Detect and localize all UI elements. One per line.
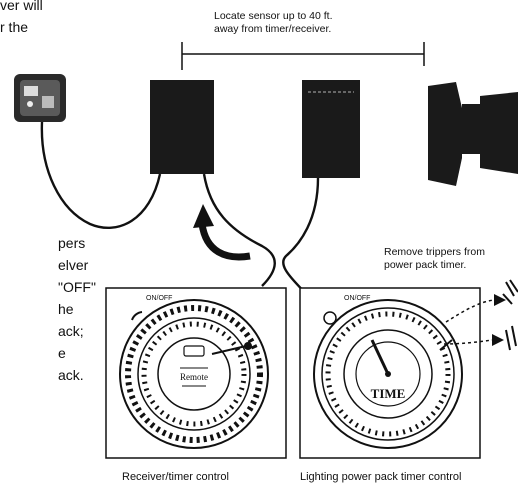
power-pack-timer-control bbox=[299, 287, 481, 459]
left-fragment-line: he bbox=[58, 301, 74, 317]
receiver-face-label: Remote bbox=[180, 372, 208, 382]
tripper-note-line: Remove trippers from bbox=[384, 246, 485, 258]
left-text-fragment: pers elver "OFF" he ack; e ack. bbox=[58, 232, 98, 386]
insert-arrow bbox=[193, 204, 251, 261]
motion-sensor-head bbox=[428, 82, 518, 186]
distance-note-line: Locate sensor up to 40 ft. bbox=[214, 10, 333, 22]
receiver-module bbox=[150, 80, 214, 174]
tripper-removal-arrows bbox=[443, 294, 506, 346]
receiver-timer-control bbox=[105, 287, 287, 459]
distance-note: Locate sensor up to 40 ft. away from tim… bbox=[214, 10, 333, 36]
sensor-module bbox=[302, 80, 360, 178]
power-pack-onoff-label: ON/OFF bbox=[344, 295, 370, 302]
power-pack-caption: Lighting power pack timer control bbox=[300, 471, 462, 483]
distance-dimension-line bbox=[181, 42, 425, 70]
tripper-note: Remove trippers from power pack timer. bbox=[384, 246, 485, 272]
left-fragment-line: "OFF" bbox=[58, 279, 96, 295]
top-left-fragment-line: ver will bbox=[0, 0, 43, 13]
receiver-onoff-label: ON/OFF bbox=[146, 295, 172, 302]
left-fragment-line: ack; bbox=[58, 323, 84, 339]
left-fragment-line: e bbox=[58, 345, 66, 361]
connection-cables bbox=[40, 121, 320, 293]
tripper-note-line: power pack timer. bbox=[384, 259, 467, 271]
left-fragment-line: elver bbox=[58, 257, 89, 273]
wall-plug-adapter bbox=[14, 74, 66, 122]
distance-note-line: away from timer/receiver. bbox=[214, 23, 332, 35]
left-fragment-line: ack. bbox=[58, 367, 84, 383]
top-left-fragment-line: r the bbox=[0, 19, 29, 35]
left-fragment-line: pers bbox=[58, 235, 86, 251]
tripper-pieces bbox=[502, 279, 518, 351]
top-left-text-fragment: ver will r the bbox=[0, 0, 43, 38]
receiver-caption: Receiver/timer control bbox=[122, 471, 229, 483]
power-pack-face-label: TIME bbox=[371, 386, 406, 401]
